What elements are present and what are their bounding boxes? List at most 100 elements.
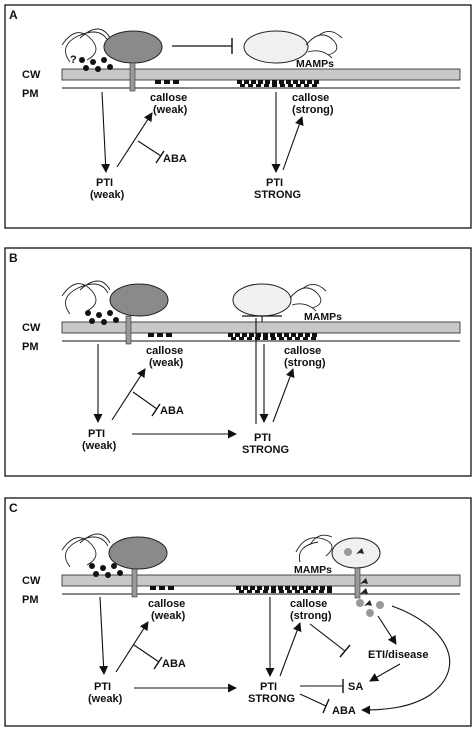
- receptor-ligand-light: [331, 537, 381, 569]
- callose-weak-sub: (weak): [151, 610, 186, 622]
- callose-weak-label: callose: [148, 598, 185, 610]
- aba-inhibition-line: [133, 644, 160, 663]
- effector-star: [356, 548, 364, 554]
- panel-letter: B: [9, 251, 18, 265]
- eti-label: ETI/disease: [368, 649, 429, 661]
- aba-inhibition-bar: [151, 403, 161, 417]
- effectors-released: [356, 599, 384, 617]
- effector-dots: [79, 57, 113, 72]
- cell-wall-band: [61, 321, 461, 334]
- callose-weak-sub: (weak): [149, 357, 184, 369]
- effector-gray: [344, 548, 352, 556]
- arrow-to-eti: [377, 615, 397, 645]
- mamps-label: MAMPs: [294, 564, 332, 576]
- pathogen-hyphae-right: [305, 31, 343, 59]
- pti-strong-label: PTI: [260, 681, 277, 693]
- pti-strong-sub: STRONG: [242, 444, 289, 456]
- pti-weak-sub: (weak): [90, 189, 125, 201]
- pathogen-hyphae: [61, 28, 111, 63]
- panel-a: A CW PM ? MAMPs callose (weak): [4, 4, 472, 229]
- effector-star: [360, 578, 368, 584]
- callose-weak-deposits: [148, 333, 172, 337]
- receptor-ligand-dark: [109, 283, 169, 317]
- callose-strong-sub: (strong): [290, 610, 332, 622]
- panel-letter: C: [9, 501, 18, 515]
- aba2-label: ABA: [332, 705, 356, 717]
- effector-dots: [89, 563, 123, 578]
- aba-label: ABA: [163, 153, 187, 165]
- callose-weak-label: callose: [146, 345, 183, 357]
- effector-dots: [85, 310, 119, 325]
- cell-wall-band: [61, 68, 461, 81]
- receptor-ligand-light: [232, 283, 292, 317]
- arrow-strong-to-callose: [272, 368, 295, 423]
- aba-label: ABA: [162, 658, 186, 670]
- pti-strong-label: PTI: [266, 177, 283, 189]
- pti-aba-inhibition-bar: [322, 698, 330, 714]
- mamps-label: MAMPs: [296, 58, 334, 70]
- question-mark: ?: [70, 54, 77, 66]
- panel-frame: [4, 497, 472, 727]
- cw-label: CW: [22, 69, 41, 81]
- pti-weak-sub: (weak): [82, 440, 117, 452]
- pm-label: PM: [22, 88, 39, 100]
- cw-label: CW: [22, 322, 41, 334]
- callose-weak-sub: (weak): [153, 104, 188, 116]
- arrow-pti-to-callose: [116, 112, 153, 168]
- arrow-to-pti-weak: [101, 91, 111, 173]
- callose-weak-label: callose: [150, 92, 187, 104]
- pti-weak-label: PTI: [96, 177, 113, 189]
- arrow-to-pti-weak: [99, 596, 109, 675]
- pti-weak-sub: (weak): [88, 693, 123, 705]
- aba-inhibition-bar: [153, 656, 163, 670]
- panel-frame: [4, 247, 472, 477]
- callose-strong-label: callose: [290, 598, 327, 610]
- arrow-pti-to-callose: [115, 621, 149, 673]
- pathogen-hyphae-right: [295, 534, 333, 563]
- panel-c: C CW PM MAMPs c: [4, 497, 472, 727]
- receptor-stalk: [131, 568, 138, 598]
- arrow-effector-to-aba: [361, 605, 451, 715]
- receptor-stalk: [125, 315, 132, 345]
- cell-wall-band: [61, 574, 461, 587]
- pm-label: PM: [22, 341, 39, 353]
- aba-inhibition-bar: [155, 150, 165, 164]
- pathogen-hyphae: [61, 533, 111, 568]
- pm-label: PM: [22, 594, 39, 606]
- sa-label: SA: [348, 681, 363, 693]
- receptor-ligand-dark: [108, 536, 168, 570]
- pti-weak-label: PTI: [88, 428, 105, 440]
- callose-weak-deposits: [150, 586, 174, 590]
- receptor-ligand-dark: [103, 30, 163, 64]
- callose-weak-deposits: [155, 80, 179, 84]
- receptor-ligand-light: [243, 30, 309, 64]
- panel-frame: [4, 4, 472, 229]
- callose-strong-sub: (strong): [284, 357, 326, 369]
- effector-star: [360, 588, 368, 594]
- pathogen-hyphae-right: [289, 284, 327, 312]
- panel-b: B CW PM MAMPs callose (weak) callose (st…: [4, 247, 472, 477]
- receptor-stalk: [129, 62, 136, 92]
- callose-strong-label: callose: [292, 92, 329, 104]
- arrow-strong-to-callose: [282, 116, 304, 171]
- callose-strong-label: callose: [284, 345, 321, 357]
- arrow-strong-to-callose: [279, 622, 302, 677]
- callose-strong-deposits: [228, 333, 317, 340]
- callose-strong-sub: (strong): [292, 104, 334, 116]
- cw-label: CW: [22, 575, 41, 587]
- callose-sa-inhibition-bar: [339, 644, 351, 658]
- pti-strong-sub: STRONG: [248, 693, 295, 705]
- pti-strong-sub: STRONG: [254, 189, 301, 201]
- aba-inhibition-line: [132, 391, 158, 410]
- arrow-eti-to-sa: [369, 663, 401, 682]
- aba-inhibition-line: [137, 140, 162, 157]
- pti-aba-inhibition-line: [299, 693, 327, 707]
- callose-sa-inhibition-line: [309, 623, 346, 652]
- pathogen-hyphae: [61, 280, 111, 315]
- arrow-pti-to-callose: [111, 368, 146, 421]
- aba-label: ABA: [160, 405, 184, 417]
- panel-letter: A: [9, 8, 18, 22]
- callose-strong-deposits: [236, 586, 332, 593]
- mamps-label: MAMPs: [304, 311, 342, 323]
